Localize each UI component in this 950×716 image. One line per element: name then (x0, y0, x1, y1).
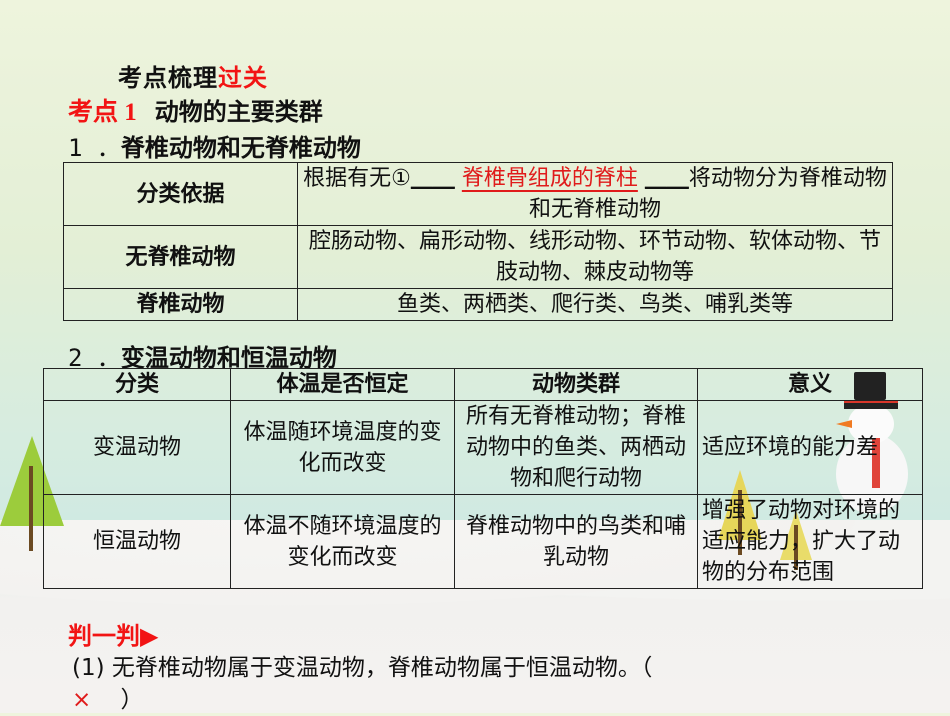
topic-heading: 考点 1 动物的主要类群 (68, 92, 323, 128)
question-index: (1) (72, 655, 105, 681)
judge-heading: 判一判▶ (68, 622, 159, 650)
title-suffix: 过关 (218, 64, 268, 92)
page-title: 考点梳理过关 (118, 58, 268, 93)
column-header: 动物类群 (454, 368, 698, 401)
row-value: 腔肠动物、扁形动物、线形动物、环节动物、软体动物、节肢动物、棘皮动物等 (297, 225, 893, 289)
cell: 变温动物 (43, 400, 231, 495)
topic-title: 动物的主要类群 (154, 98, 323, 126)
row-label: 分类依据 (63, 162, 298, 226)
judge-question: (1) 无脊椎动物属于变温动物，脊椎动物属于恒温动物。（ × ） (72, 655, 653, 713)
vertebrate-classification-table: 分类依据 根据有无①＿＿ 脊椎骨组成的脊柱 ＿＿将动物分为脊椎动物和无脊椎动物 … (63, 162, 893, 321)
cell: 脊椎动物中的鸟类和哺乳动物 (454, 494, 698, 589)
table-row: 恒温动物 体温不随环境温度的变化而改变 脊椎动物中的鸟类和哺乳动物 增强了动物对… (43, 494, 923, 589)
table-header-row: 分类 体温是否恒定 动物类群 意义 (43, 368, 923, 401)
table-row: 脊椎动物 鱼类、两栖类、爬行类、鸟类、哺乳类等 (63, 288, 893, 321)
question-answer: × (72, 687, 92, 713)
section1-heading: 1 ．脊椎动物和无脊椎动物 (68, 134, 361, 162)
body-temperature-table: 分类 体温是否恒定 动物类群 意义 变温动物 体温随环境温度的变化而改变 所有无… (43, 368, 923, 589)
row-value: 根据有无①＿＿ 脊椎骨组成的脊柱 ＿＿将动物分为脊椎动物和无脊椎动物 (297, 162, 893, 226)
section2-heading: 2 ．变温动物和恒温动物 (68, 344, 337, 372)
title-prefix: 考点梳理 (118, 64, 218, 92)
column-header: 意义 (697, 368, 923, 401)
table-row: 无脊椎动物 腔肠动物、扁形动物、线形动物、环节动物、软体动物、节肢动物、棘皮动物… (63, 225, 893, 289)
cell: 体温不随环境温度的变化而改变 (230, 494, 455, 589)
cell: 恒温动物 (43, 494, 231, 589)
column-header: 分类 (43, 368, 231, 401)
cell: 适应环境的能力差 (697, 400, 923, 495)
row-value: 鱼类、两栖类、爬行类、鸟类、哺乳类等 (297, 288, 893, 321)
question-statement: 无脊椎动物属于变温动物，脊椎动物属于恒温动物。 (111, 655, 641, 681)
topic-label: 考点 1 (68, 99, 137, 126)
row-label: 无脊椎动物 (63, 225, 298, 289)
column-header: 体温是否恒定 (230, 368, 455, 401)
fill-in-answer: 脊椎骨组成的脊柱 (461, 166, 638, 191)
cell: 增强了动物对环境的适应能力，扩大了动物的分布范围 (697, 494, 923, 589)
row-label: 脊椎动物 (63, 288, 298, 321)
table-row: 分类依据 根据有无①＿＿ 脊椎骨组成的脊柱 ＿＿将动物分为脊椎动物和无脊椎动物 (63, 162, 893, 226)
cell: 所有无脊椎动物；脊椎动物中的鱼类、两栖动物和爬行动物 (454, 400, 698, 495)
cell: 体温随环境温度的变化而改变 (230, 400, 455, 495)
table-row: 变温动物 体温随环境温度的变化而改变 所有无脊椎动物；脊椎动物中的鱼类、两栖动物… (43, 400, 923, 495)
